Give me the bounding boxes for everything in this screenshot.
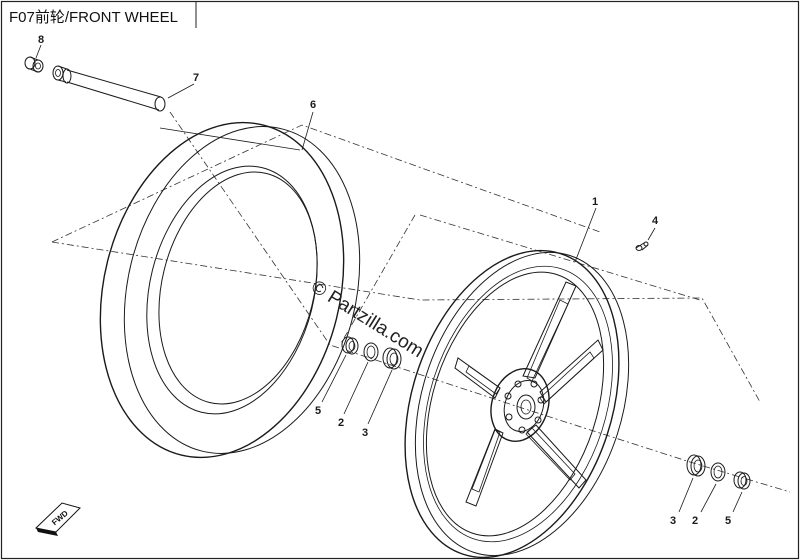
callout-seal-left: 5 [315,405,321,417]
bearing-left[interactable] [382,347,402,370]
wheel-hub [490,368,550,442]
oil-seal-left[interactable] [341,336,359,355]
forward-direction-badge: FWD [34,502,81,536]
bearing-right[interactable] [686,454,706,477]
callout-tire: 6 [310,99,316,111]
front-axle[interactable] [52,65,166,112]
diagram-title: F07前轮/FRONT WHEEL [9,9,178,26]
spacer-right[interactable] [710,462,726,482]
callout-seal-right: 5 [725,515,731,527]
callout-axle-nut: 8 [38,34,44,46]
tire-valve[interactable] [635,241,649,251]
wheel-spokes [454,281,604,507]
callout-wheel: 1 [592,196,598,208]
spacer-left[interactable] [363,342,379,362]
axle-nut[interactable] [24,56,44,73]
assembly-centerlines [51,111,791,493]
callout-axle: 7 [193,72,199,84]
oil-seal-right[interactable] [733,471,751,490]
callout-spacer-left: 2 [338,417,344,429]
front-wheel-rim[interactable] [368,223,665,560]
callout-spacer-right: 2 [692,515,698,527]
front-tire[interactable] [66,97,392,484]
callout-bearing-right: 3 [670,515,676,527]
callout-valve: 4 [652,215,659,227]
callout-bearing-left: 3 [362,427,368,439]
